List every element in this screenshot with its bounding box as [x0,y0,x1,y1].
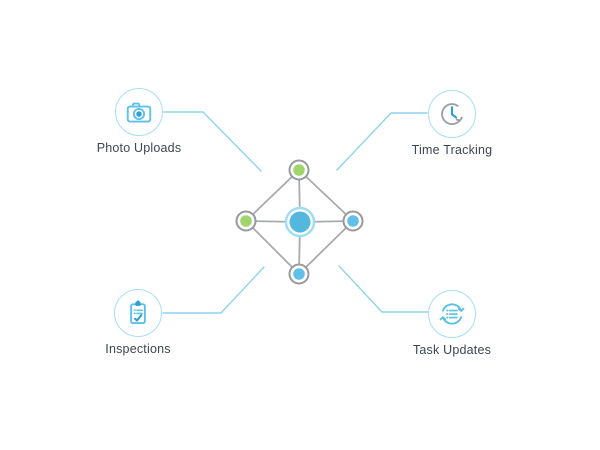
connector-photo-uploads [163,111,262,172]
node-dot-green [293,164,305,176]
camera-icon [126,102,152,123]
clock-history-icon [441,103,463,126]
connector-time-tracking [336,112,428,171]
feature-label-task-updates: Task Updates [412,343,492,357]
network-node-bottom [288,263,310,285]
feature-circle-time-tracking [428,90,476,138]
connector-inspections [162,266,265,314]
connector-task-updates [338,265,429,313]
network-node-right [342,210,364,232]
feature-circle-task-updates [428,290,476,338]
node-dot-green [240,215,252,227]
feature-label-inspections: Inspections [105,342,171,356]
network-edge [245,220,300,275]
network-node-center [284,206,316,238]
network-edge [298,220,354,275]
clipboard-check-icon [130,300,146,324]
feature-circle-inspections [114,289,162,337]
center-node-dot [289,211,311,233]
feature-label-photo-uploads: Photo Uploads [96,141,182,155]
network-node-left [235,210,257,232]
network-edge [298,169,354,222]
network-node-top [288,159,310,181]
feature-circle-photo-uploads [115,88,163,136]
node-dot-blue [293,268,305,280]
sync-list-icon [439,303,465,325]
network-edge [245,169,300,222]
node-dot-blue [347,215,359,227]
feature-label-time-tracking: Time Tracking [411,143,493,157]
